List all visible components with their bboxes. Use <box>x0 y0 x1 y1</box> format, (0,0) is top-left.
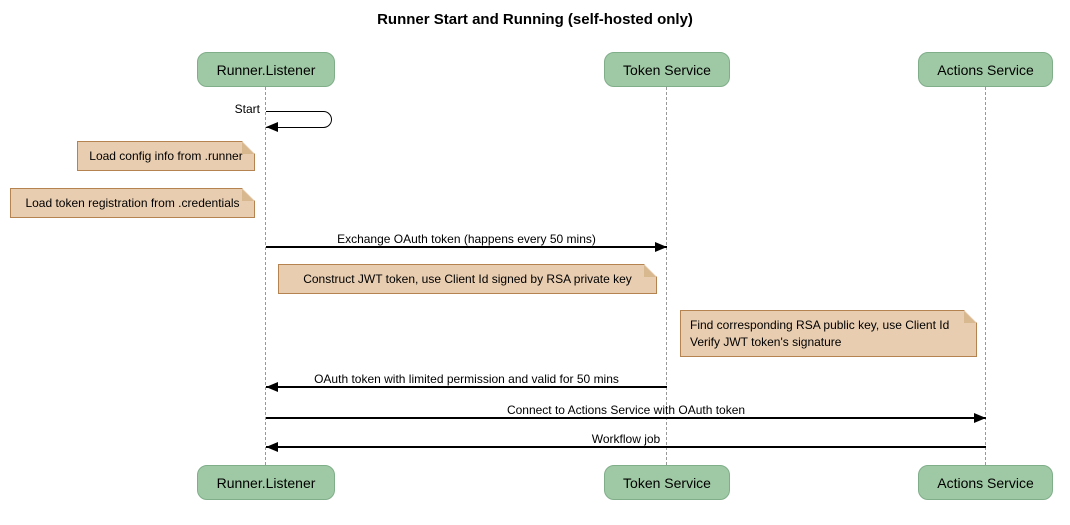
actor-actions-service-top: Actions Service <box>918 52 1053 87</box>
arrowhead-left-icon <box>266 382 278 392</box>
actor-label: Actions Service <box>937 61 1034 78</box>
message-start-label: Start <box>234 102 260 116</box>
note-fold-icon <box>242 142 254 154</box>
lifeline-actions-service <box>985 87 986 465</box>
note-text-line2: Verify JWT token's signature <box>690 335 842 349</box>
actor-token-service-bottom: Token Service <box>604 465 730 500</box>
arrowhead-left-icon <box>266 442 278 452</box>
actor-actions-service-bottom: Actions Service <box>918 465 1053 500</box>
arrowhead-left-icon <box>266 122 278 132</box>
diagram-title: Runner Start and Running (self-hosted on… <box>377 11 693 28</box>
note-text: Load config info from .runner <box>89 148 243 163</box>
actor-label: Token Service <box>623 61 711 78</box>
actor-token-service-top: Token Service <box>604 52 730 87</box>
message-connect-label: Connect to Actions Service with OAuth to… <box>506 403 746 417</box>
actor-runner-listener-bottom: Runner.Listener <box>197 465 335 500</box>
note-fold-icon <box>242 189 254 201</box>
message-exchange-label: Exchange OAuth token (happens every 50 m… <box>337 232 596 246</box>
message-exchange-line <box>266 246 667 248</box>
lifeline-token-service <box>666 87 667 465</box>
actor-label: Runner.Listener <box>216 61 316 78</box>
note-load-credentials: Load token registration from .credential… <box>10 188 255 218</box>
note-text: Construct JWT token, use Client Id signe… <box>303 271 632 286</box>
message-workflow-line <box>266 446 986 448</box>
message-oauth-return-line <box>266 386 667 388</box>
note-fold-icon <box>964 311 976 323</box>
self-message-loop <box>266 111 332 128</box>
actor-label: Actions Service <box>937 474 1034 491</box>
note-construct-jwt: Construct JWT token, use Client Id signe… <box>278 264 657 294</box>
note-verify-jwt: Find corresponding RSA public key, use C… <box>680 310 977 357</box>
note-fold-icon <box>644 265 656 277</box>
note-load-config: Load config info from .runner <box>77 141 255 171</box>
lifeline-runner-listener <box>265 87 266 465</box>
message-workflow-label: Workflow job <box>591 432 661 446</box>
actor-label: Token Service <box>623 474 711 491</box>
arrowhead-right-icon <box>655 242 667 252</box>
message-connect-line <box>266 417 986 419</box>
actor-runner-listener-top: Runner.Listener <box>197 52 335 87</box>
note-text-line1: Find corresponding RSA public key, use C… <box>690 318 950 332</box>
message-oauth-return-label: OAuth token with limited permission and … <box>314 372 619 386</box>
actor-label: Runner.Listener <box>216 474 316 491</box>
arrowhead-right-icon <box>974 413 986 423</box>
note-text: Load token registration from .credential… <box>25 195 240 210</box>
